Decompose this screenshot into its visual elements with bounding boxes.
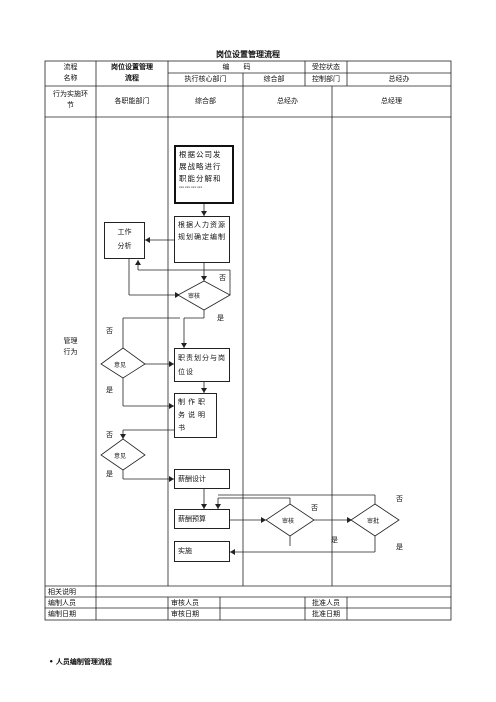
no-label-opinion-2: 否 xyxy=(106,431,113,439)
exec-dept-value: 综合部 xyxy=(263,75,285,83)
step-job-description: 制作职务说明书 xyxy=(174,393,217,438)
review-diamond-2 xyxy=(265,503,315,537)
step-strategy-decomposition: 根据公司发展战略进行职能分解和 xxx xxx xxx xxx xyxy=(174,145,234,204)
review-diamond xyxy=(177,280,231,311)
yes-label-approve: 是 xyxy=(396,543,403,551)
step-duty-division: 职责划分与岗位设 xyxy=(174,348,230,382)
process-label-text: 流程 名称 xyxy=(63,63,78,82)
reviewer-label: 审核人员 xyxy=(171,599,199,607)
page-title: 岗位设置管理流程 xyxy=(216,50,280,59)
step-job-analysis: 工作 分析 xyxy=(104,222,145,259)
control-dept-label: 控制部门 xyxy=(312,75,340,83)
process-label: 流程 名称 xyxy=(45,62,96,84)
control-status-label: 受控状态 xyxy=(312,63,340,71)
edit-date-label: 编制日期 xyxy=(48,610,76,618)
approve-date-label: 批准日期 xyxy=(312,610,340,618)
approve-diamond xyxy=(350,503,400,537)
edit-code-label: 编 码 xyxy=(222,63,251,71)
step-salary-budget: 薪酬预算 xyxy=(174,509,230,529)
opinion-text-1: 意见 xyxy=(114,362,127,369)
approve-text: 审批 xyxy=(367,518,380,525)
yes-label-opinion-2: 是 xyxy=(106,470,113,478)
review-text: 审核 xyxy=(188,293,201,300)
opinion-diamond-1 xyxy=(100,347,146,379)
lane-general-dept: 综合部 xyxy=(195,97,216,105)
row-label: 行为实施环 节 xyxy=(53,90,88,109)
lane-gm-office: 总经办 xyxy=(277,97,298,105)
step-salary-design: 薪酬设计 xyxy=(174,469,230,489)
approver-label: 批准人员 xyxy=(312,599,340,607)
opinion-diamond-2 xyxy=(100,438,146,471)
exec-dept-label: 执行核心部门 xyxy=(184,75,227,83)
opinion-text-2: 意见 xyxy=(114,453,127,460)
related-notes-label: 相关说明 xyxy=(48,588,76,596)
yes-label-opinion-1: 是 xyxy=(106,386,113,394)
no-label-opinion-1: 否 xyxy=(106,327,113,335)
control-dept-value: 总经办 xyxy=(388,75,410,83)
step-implementation: 实施 xyxy=(174,541,230,562)
yes-label-review: 是 xyxy=(217,314,224,322)
step-hr-planning: 根据人力资源规划确定编制 xyxy=(174,216,230,263)
no-label-approve: 否 xyxy=(396,495,403,503)
process-name: 岗位设置管理 流程 xyxy=(111,63,153,82)
lane-functional-depts: 各职能部门 xyxy=(114,97,150,105)
editor-label: 编制人员 xyxy=(48,599,76,607)
step-strategy-text: 根据公司发展战略进行职能分解和 xyxy=(179,150,222,183)
review-text-2: 审核 xyxy=(282,518,295,525)
yes-label-review-2: 是 xyxy=(331,536,338,544)
lane-general-manager: 总经理 xyxy=(381,97,402,105)
section-heading: • 人员编制管理流程 xyxy=(49,658,112,666)
no-label-review-2: 否 xyxy=(311,504,318,512)
no-label-review: 否 xyxy=(219,274,226,282)
behavior-label: 管理 行为 xyxy=(63,337,78,356)
step-strategy-small-text: xxx xxx xxx xxx xyxy=(179,185,203,189)
review-date-label: 审核日期 xyxy=(171,610,199,618)
